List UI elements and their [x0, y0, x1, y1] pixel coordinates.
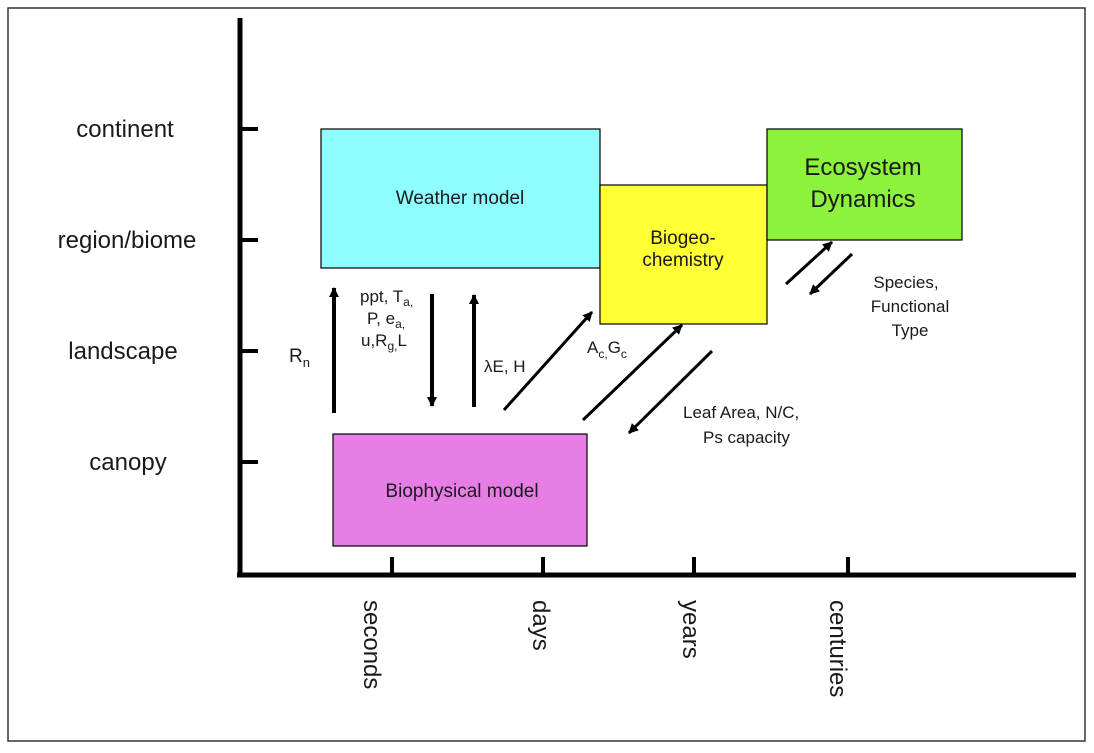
y-label-landscape: landscape: [68, 338, 177, 365]
x-label-centuries: centuries: [824, 600, 851, 697]
arrow-to-ecosystem: [784, 240, 834, 286]
met-label-line3: u,Rg,L: [361, 331, 407, 353]
ecosystem-dynamics-label-line1: Ecosystem: [804, 154, 921, 181]
weather-model-label: Weather model: [396, 188, 525, 209]
y-label-region-biome: region/biome: [58, 227, 197, 254]
x-label-seconds: seconds: [358, 600, 385, 689]
arrow-le-h-diag: [502, 310, 594, 412]
ecosystem-dynamics-label-line2: Dynamics: [810, 186, 915, 213]
leaf-area-label-line2: Ps capacity: [703, 428, 790, 447]
species-label-line3: Type: [892, 321, 929, 340]
met-label-line1: ppt, Ta,: [360, 287, 413, 309]
weather-model-box: [320, 128, 601, 269]
biogeochemistry-label-line2: chemistry: [642, 250, 724, 271]
arrow-ac-gc-diag: [581, 323, 684, 422]
biogeochemistry-box: [599, 184, 768, 325]
biophysical-model-box: [332, 433, 588, 547]
x-label-years: years: [677, 600, 704, 659]
met-label-line2: P, ea,: [367, 309, 405, 331]
arrow-from-ecosystem: [808, 252, 854, 296]
biophysical-model-label: Biophysical model: [385, 481, 538, 502]
biogeochemistry-label-line1: Biogeo-: [650, 228, 716, 249]
arrow-leaf-area-diag: [627, 349, 714, 435]
rn-label: Rn: [289, 346, 310, 370]
le-h-label: λE, H: [484, 357, 526, 376]
leaf-area-label-line1: Leaf Area, N/C,: [683, 403, 799, 422]
y-label-continent: continent: [76, 116, 174, 143]
species-label-line1: Species,: [873, 273, 938, 292]
x-label-days: days: [527, 600, 554, 651]
ac-gc-label: Ac,Gc: [587, 338, 627, 361]
species-label-line2: Functional: [871, 297, 949, 316]
y-label-canopy: canopy: [89, 449, 166, 476]
ecosystem-dynamics-box: [766, 128, 963, 241]
